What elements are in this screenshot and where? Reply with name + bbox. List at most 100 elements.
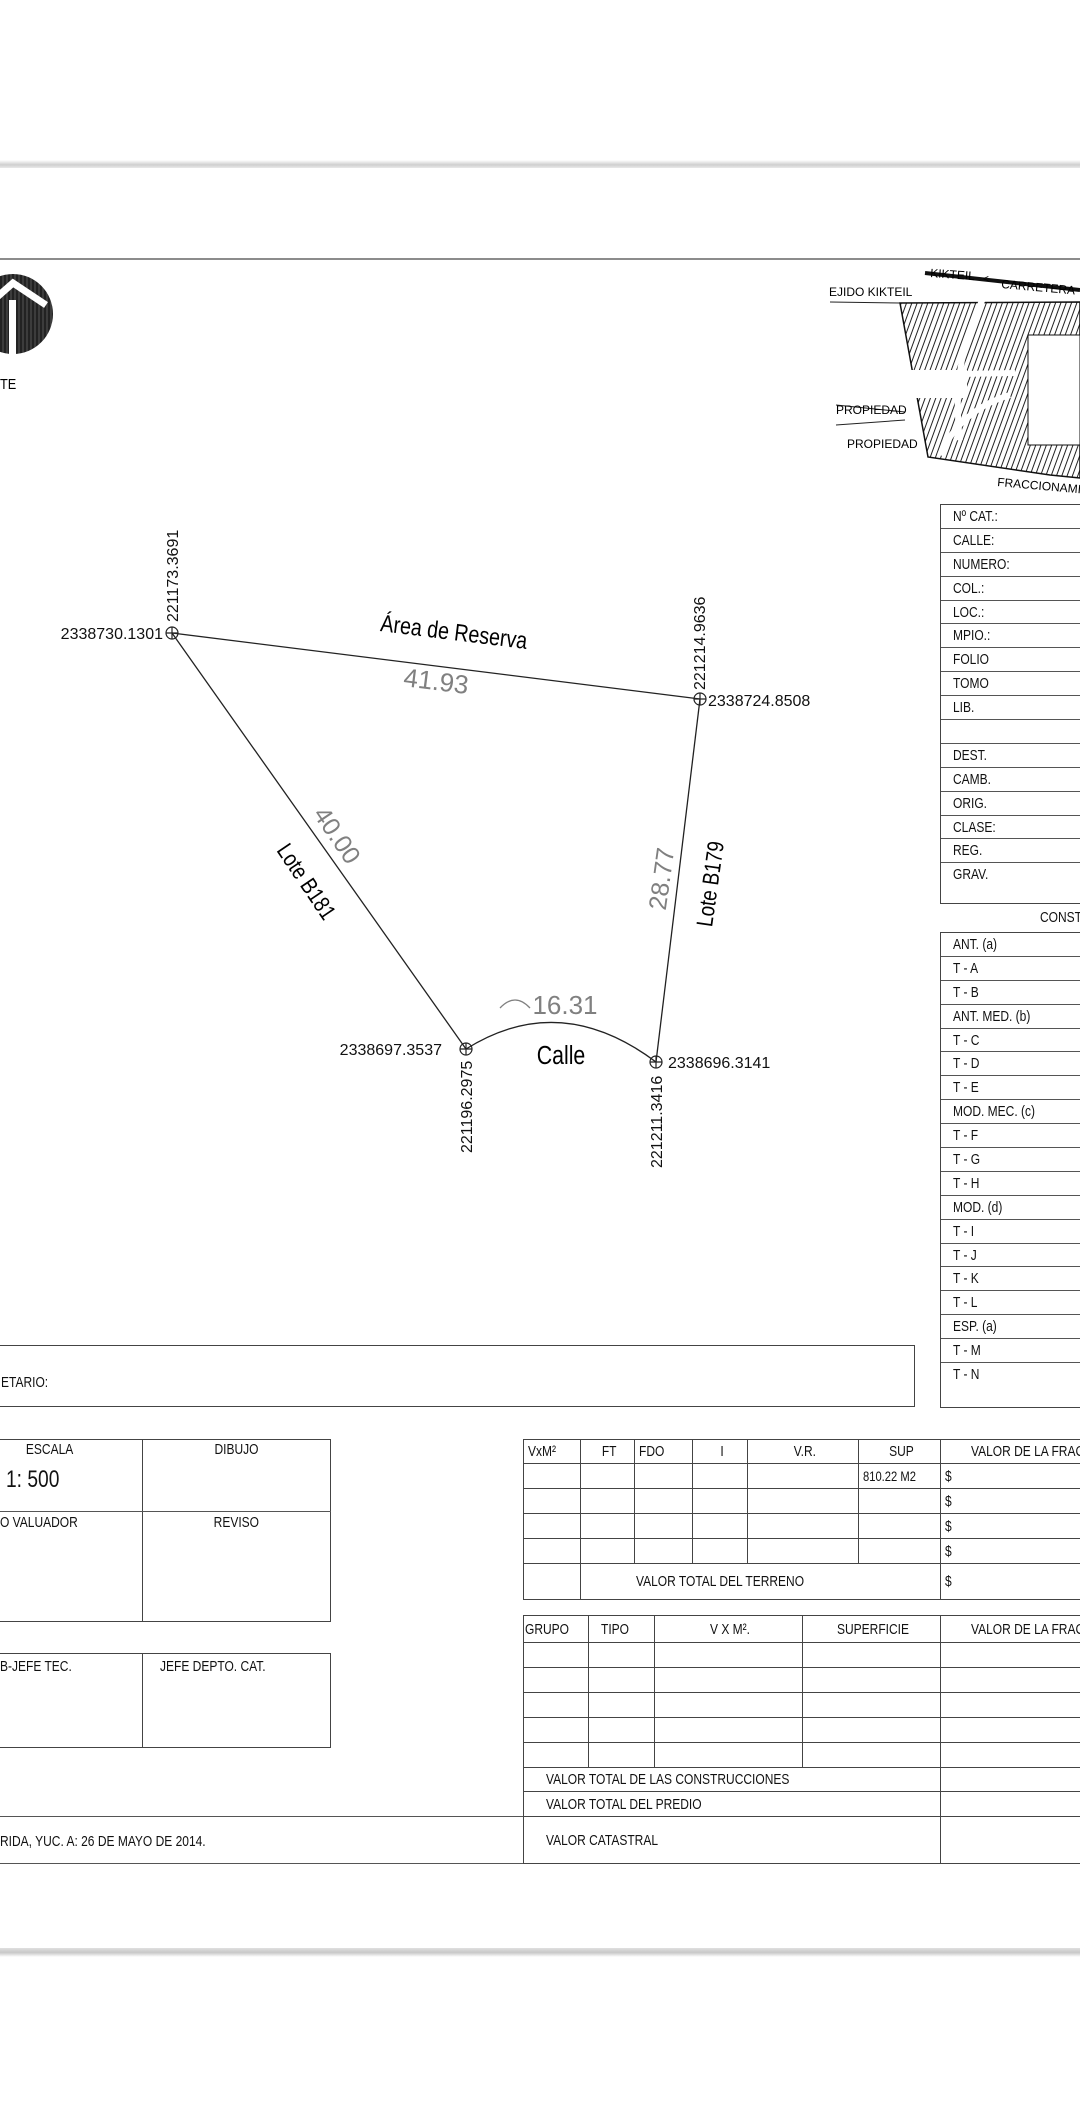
currency-sign: $ [945, 1573, 952, 1590]
north-arrow-icon [0, 274, 53, 355]
reviso-label: REVISO [213, 1514, 260, 1531]
table-row [523, 1642, 1080, 1668]
map-label-propiedad: PROPIEDAD [836, 403, 907, 417]
row-label: T - D [953, 1055, 980, 1073]
side-top [171, 632, 701, 700]
table-row: Nº CAT.: [941, 505, 1080, 529]
road-line [924, 271, 1080, 292]
side-bottom-arc [465, 1021, 657, 1063]
north-label: TE [0, 375, 16, 392]
row-label: T - J [953, 1246, 977, 1264]
page-top-edge [0, 160, 1080, 168]
row-label: T - H [953, 1174, 980, 1192]
const-title: CONST. [1040, 909, 1080, 927]
vertex-marker-icon [693, 692, 707, 706]
table-row: LOC.: [941, 601, 1080, 625]
map-plaza [907, 370, 967, 398]
table-row: $ [523, 1488, 1080, 1514]
side-bottom-name: Calle [537, 1041, 586, 1071]
map-label-propiedad: PROPIEDAD [847, 437, 918, 451]
table-row: ESP. (a) [941, 1315, 1080, 1340]
vertex-markers [165, 626, 707, 1069]
table-row: ANT. MED. (b) [941, 1005, 1080, 1029]
table-row: T - A [941, 957, 1080, 981]
row-label: ANT. (a) [953, 936, 998, 953]
vertex-marker-icon [459, 1042, 473, 1056]
row-label: NUMERO: [953, 555, 1010, 573]
header-grupo: GRUPO [525, 1620, 570, 1638]
table-row [523, 1692, 1080, 1718]
side-left [171, 632, 467, 1050]
total-row: VALOR CATASTRAL [523, 1816, 1080, 1864]
table-row [523, 1717, 1080, 1743]
side-right-name: Lote B179 [693, 840, 730, 929]
vertex-marker-icon [649, 1055, 663, 1069]
table-row: COL.: [941, 577, 1080, 601]
table-row: CALLE: [941, 529, 1080, 553]
vertex-2-north: 2338724.8508 [708, 693, 810, 710]
page-bottom-edge [0, 1948, 1080, 1957]
row-label: T - F [953, 1127, 979, 1145]
side-top-length: 41.93 [402, 662, 470, 700]
valuador-label: O VALUADOR [0, 1514, 78, 1531]
header-vxm2: V X M². [710, 1620, 751, 1638]
table-row: MOD. (d) [941, 1196, 1080, 1220]
header-sup: SUP [889, 1443, 914, 1460]
escala-value: 1: 500 [6, 1466, 60, 1493]
table-row: FOLIO [941, 648, 1080, 673]
table-row: GRAV. [941, 863, 1080, 887]
valor-catastral-label: VALOR CATASTRAL [546, 1831, 659, 1849]
map-label-fraccionamiento: FRACCIONAMI [997, 475, 1080, 496]
total-terreno-label: VALOR TOTAL DEL TERRENO [636, 1573, 805, 1590]
table-row [523, 1742, 1080, 1768]
table-header-row: VxM² FT FDO I V.R. SUP VALOR DE LA FRACC [523, 1439, 1080, 1464]
header-fdo: FDO [639, 1443, 665, 1460]
construction-value-table: GRUPO TIPO V X M². SUPERFICIE VALOR DE L… [523, 1615, 1080, 1864]
row-label: ORIG. [953, 794, 988, 812]
divider [142, 1439, 143, 1622]
currency-sign: $ [945, 1467, 952, 1485]
row-label: CALLE: [953, 531, 995, 549]
side-top-name: Área de Reserva [379, 609, 530, 654]
total-construcciones-label: VALOR TOTAL DE LAS CONSTRUCCIONES [546, 1771, 790, 1788]
table-row: CAMB. [941, 768, 1080, 792]
table-row [941, 720, 1080, 744]
vertex-1-north: 2338730.1301 [61, 626, 163, 643]
total-row: VALOR TOTAL DE LAS CONSTRUCCIONES [523, 1767, 1080, 1792]
date-line: RIDA, YUC. A: 26 DE MAYO DE 2014. [0, 1833, 206, 1850]
map-label-carretera: CARRETERA [1001, 277, 1076, 297]
table-row: T - C [941, 1029, 1080, 1053]
parcel [171, 632, 701, 1063]
header-valor-fraccion: VALOR DE LA FRACC [971, 1620, 1080, 1638]
table-row [523, 1667, 1080, 1693]
row-label: COL.: [953, 579, 985, 597]
row-label: CAMB. [953, 770, 992, 788]
row-label: Nº CAT.: [953, 508, 998, 525]
owner-label: ETARIO: [1, 1374, 49, 1391]
date-row-bottom-line [0, 1863, 523, 1864]
row-label: MPIO.: [953, 627, 991, 645]
currency-sign: $ [945, 1517, 952, 1535]
vertex-2-east: 221214.9636 [692, 596, 709, 690]
table-row: MOD. MEC. (c) [941, 1100, 1080, 1125]
table-row: T - I [941, 1220, 1080, 1244]
arc-symbol-icon [499, 999, 531, 1009]
row-label: T - L [953, 1294, 978, 1312]
leader-line [829, 301, 901, 304]
vertex-marker-icon [165, 626, 179, 640]
row-label: TOMO [953, 675, 989, 693]
side-left-length: 40.00 [308, 802, 366, 870]
table-row: TOMO [941, 672, 1080, 697]
table-row: REG. [941, 839, 1080, 864]
currency-sign: $ [945, 1542, 952, 1560]
total-row: VALOR TOTAL DEL PREDIO [523, 1791, 1080, 1817]
chief-signature-box [0, 1653, 331, 1748]
table-row: T - E [941, 1076, 1080, 1101]
row-label: T - G [953, 1151, 981, 1169]
dibujo-label: DIBUJO [214, 1441, 259, 1458]
divider [0, 1511, 331, 1512]
subjefe-label: B-JEFE TEC. [0, 1658, 72, 1675]
date-row-top-line [0, 1816, 523, 1817]
